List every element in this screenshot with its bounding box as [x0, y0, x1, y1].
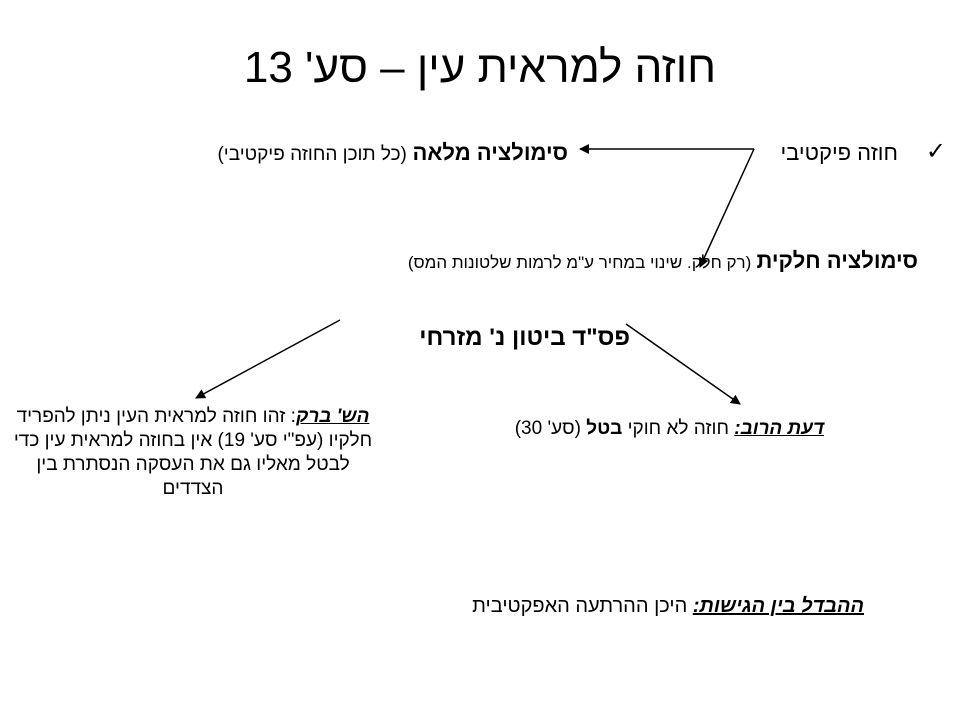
full-simulation-line: סימולציה מלאה (כל תוכן החוזה פיקטיבי) [217, 140, 568, 168]
difference-text: היכן ההרתעה האפקטיבית [472, 595, 693, 617]
majority-opinion: דעת הרוב: חוזה לא חוקי בטל (סע' 30) [515, 415, 824, 443]
partial-simulation-label: סימולציה חלקית [756, 248, 918, 273]
difference-label: ההבדל בין הגישות: [692, 595, 864, 617]
barak-text: : זהו חוזה למראית העין ניתן להפריד חלקיו… [13, 406, 373, 499]
partial-simulation-note: (רק חלק. שינוי במחיר ע"מ לרמות שלטונות ה… [407, 253, 752, 272]
partial-simulation-line: סימולציה חלקית (רק חלק. שינוי במחיר ע"מ … [18, 246, 918, 278]
arrow-to-partial-simulation [699, 148, 755, 268]
checkmark-icon: ✓ [925, 138, 946, 165]
barak-label: הש' ברק [295, 406, 370, 427]
majority-text-after: (סע' 30) [514, 418, 587, 439]
majority-bold-word: בטל [586, 418, 623, 439]
case-name: פס"ד ביטון נ' מזרחי [419, 324, 630, 351]
fictitious-contract-label: חוזה פיקטיבי [780, 140, 898, 165]
full-simulation-note: (כל תוכן החוזה פיקטיבי) [217, 144, 407, 165]
difference-line: ההבדל בין הגישות: היכן ההרתעה האפקטיבית [472, 592, 864, 620]
full-simulation-label: סימולציה מלאה [412, 140, 568, 165]
majority-text-before: חוזה לא חוקי [622, 418, 735, 439]
barak-opinion: הש' ברק: זהו חוזה למראית העין ניתן להפרי… [12, 405, 374, 501]
arrow-to-majority [625, 323, 741, 405]
page-title: חוזה למראית עין – סע' 13 [243, 43, 717, 92]
arrow-to-barak [195, 319, 341, 399]
majority-label: דעת הרוב: [734, 418, 824, 439]
